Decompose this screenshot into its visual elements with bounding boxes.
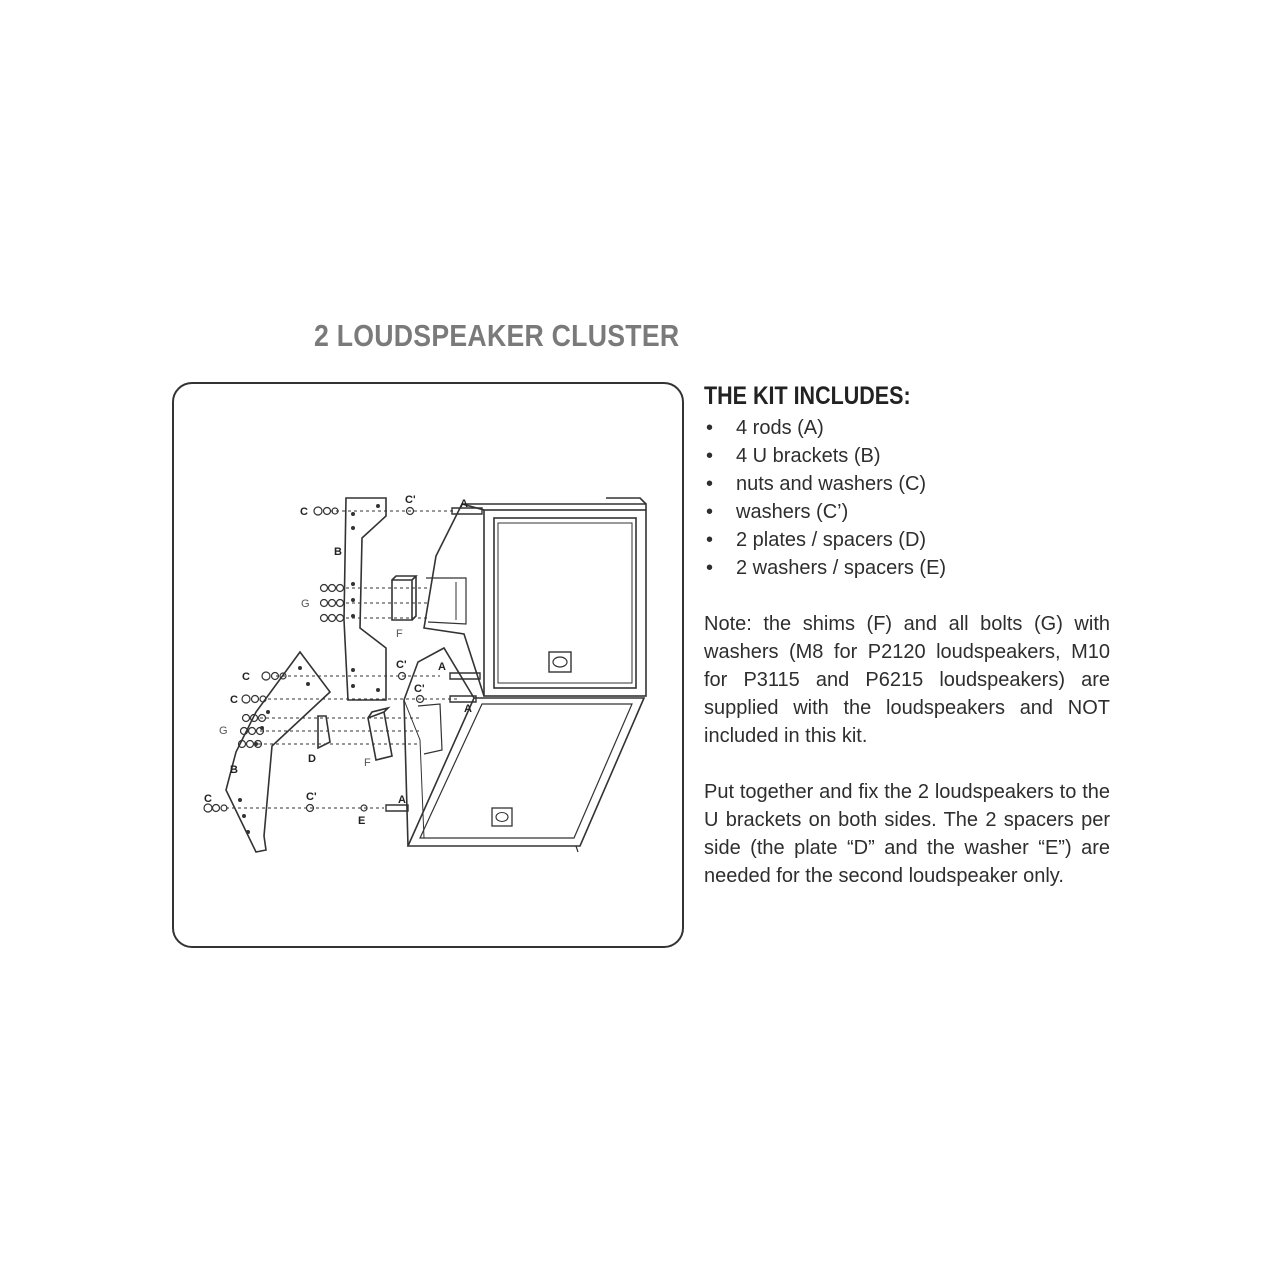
label-e: E xyxy=(358,815,365,827)
upper-loudspeaker xyxy=(423,497,647,697)
bullet: • xyxy=(706,529,714,551)
label-g-upper: G xyxy=(301,598,310,610)
note-paragraph: Note: the shims (F) and all bolts (G) wi… xyxy=(704,613,1110,747)
label-a-lower-middle: A xyxy=(464,703,472,715)
plate-spacer-d xyxy=(317,715,331,750)
label-b-upper: B xyxy=(334,546,342,558)
label-a-middle: A xyxy=(438,661,446,673)
kit-heading: THE KIT INCLUDES: xyxy=(704,382,911,410)
list-item: •washers (C’) xyxy=(704,498,946,526)
list-item: •nuts and washers (C) xyxy=(704,470,946,498)
list-item: •2 washers / spacers (E) xyxy=(704,554,946,582)
bullet: • xyxy=(706,473,714,495)
list-item: •4 U brackets (B) xyxy=(704,442,946,470)
bullet: • xyxy=(706,557,714,579)
list-item: •2 plates / spacers (D) xyxy=(704,526,946,554)
label-f-lower: F xyxy=(364,757,371,769)
kit-list: •4 rods (A) •4 U brackets (B) •nuts and … xyxy=(704,414,946,582)
label-d: D xyxy=(308,753,316,765)
shim-lower xyxy=(367,706,393,761)
label-c-middle: C xyxy=(242,671,250,683)
label-c-prime-middle: C' xyxy=(396,659,407,671)
label-c-prime-lower-middle: C' xyxy=(414,683,425,695)
label-c-prime-bottom: C' xyxy=(306,791,317,803)
lower-loudspeaker xyxy=(403,646,646,853)
u-bracket-upper xyxy=(343,497,387,701)
bullet: • xyxy=(706,501,714,523)
label-g-lower: G xyxy=(219,725,228,737)
label-c-lower-middle: C xyxy=(230,694,238,706)
label-b-lower: B xyxy=(230,764,238,776)
label-a-bottom: A xyxy=(398,794,406,806)
bullet: • xyxy=(706,417,714,439)
page-title: 2 LOUDSPEAKER CLUSTER xyxy=(314,318,680,353)
label-c-upper: C xyxy=(300,506,308,518)
label-f-upper: F xyxy=(396,628,403,640)
instructions-paragraph: Put together and fix the 2 loudspeakers … xyxy=(704,781,1110,887)
bullet: • xyxy=(706,445,714,467)
label-a-upper: A xyxy=(460,498,468,510)
list-item: •4 rods (A) xyxy=(704,414,946,442)
diagram-frame xyxy=(172,382,684,948)
label-c-bottom: C xyxy=(204,793,212,805)
shim-upper xyxy=(391,575,418,621)
label-c-prime-upper: C' xyxy=(405,494,416,506)
